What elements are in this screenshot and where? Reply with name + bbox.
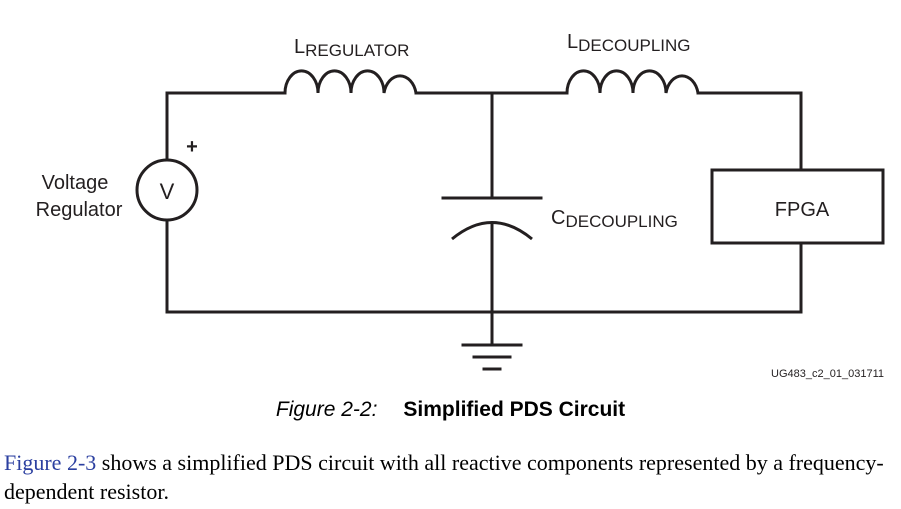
figure-link[interactable]: Figure 2-3 <box>4 450 97 475</box>
wire-top-right <box>696 91 803 172</box>
figure-number: Figure 2-2: <box>275 398 378 421</box>
label-l-regulator-main: L <box>294 36 305 58</box>
label-c-decoupling-main: C <box>551 207 565 229</box>
label-l-decoupling-sub: DECOUPLING <box>578 36 690 55</box>
voltage-regulator-label-line2: Regulator <box>36 199 123 221</box>
label-c-decoupling-sub: DECOUPLING <box>565 212 677 231</box>
paragraph-text: shows a simplified PDS circuit with all … <box>4 450 884 504</box>
fpga-box <box>710 168 885 245</box>
figure-code: UG483_c2_01_031711 <box>771 368 884 380</box>
inductor-regulator <box>283 69 418 94</box>
figure-title: Simplified PDS Circuit <box>403 398 626 421</box>
label-l-regulator: LREGULATOR <box>294 36 409 60</box>
voltage-source-symbol: V <box>160 179 175 204</box>
voltage-source-polarity: + <box>186 136 198 158</box>
label-l-regulator-sub: REGULATOR <box>305 41 409 60</box>
figure-caption: Figure 2-2: Simplified PDS Circuit <box>0 398 901 422</box>
label-l-decoupling: LDECOUPLING <box>567 31 691 55</box>
label-l-decoupling-main: L <box>567 31 578 53</box>
pds-circuit-diagram: V + Voltage Regulator FPGA LREGULATOR LD… <box>36 31 885 380</box>
fpga-label: FPGA <box>775 199 830 221</box>
body-paragraph: Figure 2-3 shows a simplified PDS circui… <box>4 448 897 506</box>
capacitor-plate-curved <box>451 221 533 241</box>
label-c-decoupling: CDECOUPLING <box>551 207 678 231</box>
inductor-decoupling <box>565 69 700 94</box>
voltage-source-circle <box>135 158 199 222</box>
wire-bottom <box>165 241 803 314</box>
voltage-regulator-label-line1: Voltage <box>42 172 109 194</box>
